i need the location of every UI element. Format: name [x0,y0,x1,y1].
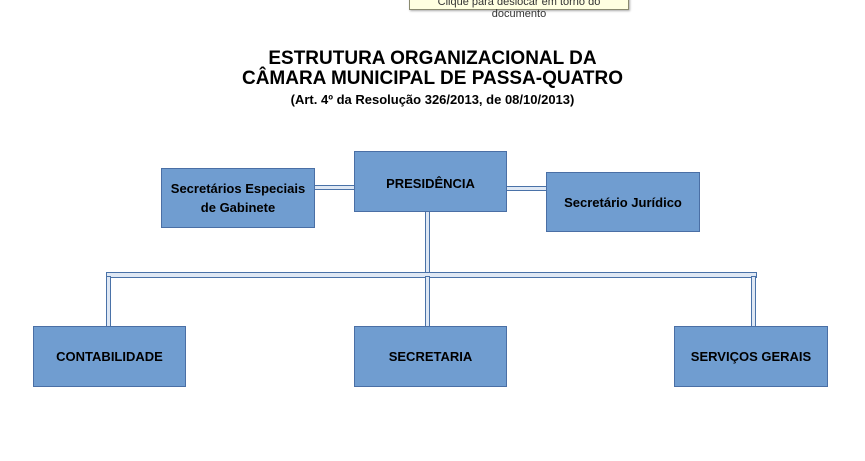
box-secretarios-especiais: Secretários Especiais de Gabinete [161,168,315,228]
connector-secretaria [425,276,430,327]
subtitle: (Art. 4º da Resolução 326/2013, de 08/10… [290,92,575,107]
title-line-2: CÂMARA MUNICIPAL DE PASSA-QUATRO [241,68,624,89]
box-servicos-gerais: SERVIÇOS GERAIS [674,326,828,387]
connector-horizontal-bar [106,272,757,278]
connector-left-aide [313,185,355,190]
box-presidencia: PRESIDÊNCIA [354,151,507,212]
title-line-1: ESTRUTURA ORGANIZACIONAL DA [268,48,597,69]
connector-servicos [751,276,756,327]
connector-contabilidade [106,276,111,327]
tooltip: Clique para deslocar em torno do documen… [409,0,629,20]
box-secretario-juridico: Secretário Jurídico [546,172,700,232]
box-contabilidade: CONTABILIDADE [33,326,186,387]
connector-trunk [425,210,430,276]
connector-right-aide [505,186,547,191]
box-secretaria: SECRETARIA [354,326,507,387]
